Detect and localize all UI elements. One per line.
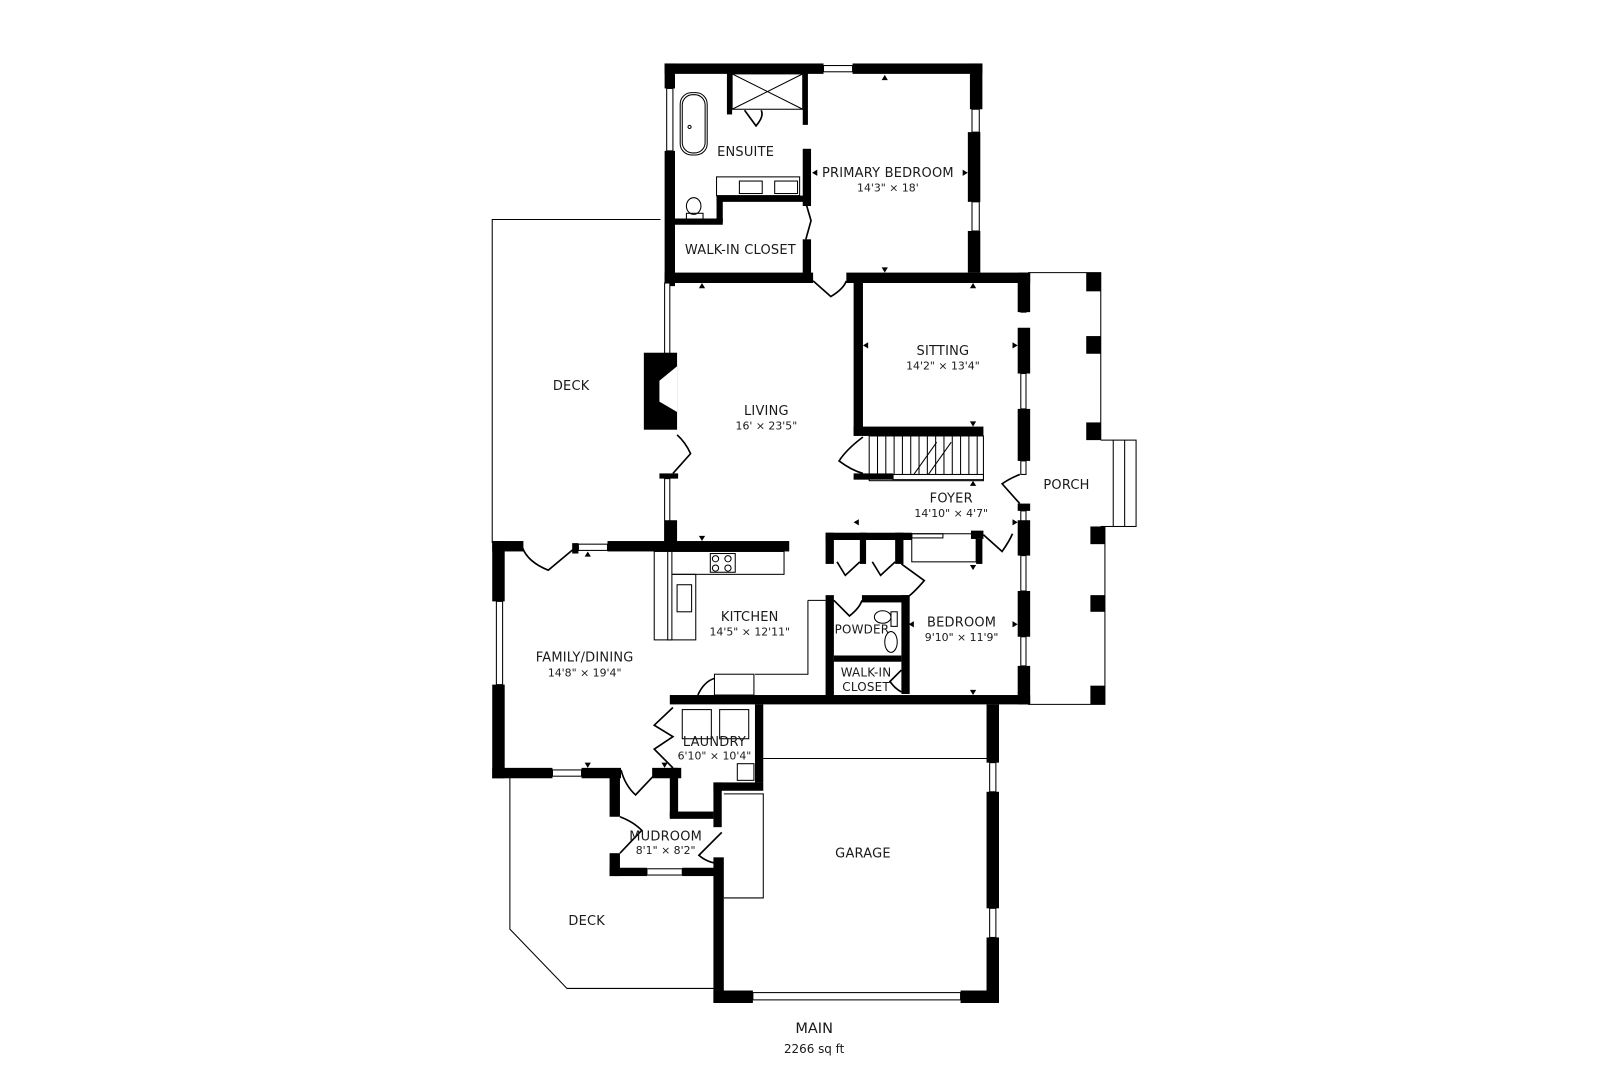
room-dimensions-family-dining: 14'8" × 19'4"	[548, 666, 622, 679]
room-label-porch: PORCH	[1043, 478, 1089, 493]
floor-name: MAIN	[795, 1020, 833, 1037]
room-dimensions-bedroom: 9'10" × 11'9"	[925, 631, 999, 644]
room-label-living: LIVING	[744, 404, 789, 419]
room-dimensions-kitchen: 14'5" × 12'11"	[709, 626, 790, 639]
room-dimensions-foyer: 14'10" × 4'7"	[914, 507, 988, 520]
room-label-laundry: LAUNDRY	[683, 735, 746, 750]
central-walls	[643, 272, 1031, 705]
deck-lower-outline	[509, 775, 715, 989]
room-label-walk-in-closet-primary: WALK-IN CLOSET	[685, 243, 796, 258]
kitchen-family-walls	[492, 541, 1031, 1004]
room-label-powder: POWDER	[835, 623, 890, 637]
room-dimensions-living: 16' × 23'5"	[736, 420, 798, 433]
room-label-family-dining: FAMILY/DINING	[536, 651, 634, 666]
porch-outline	[1028, 272, 1137, 705]
room-label-bedroom: BEDROOM	[927, 615, 996, 630]
deck-upper-outline	[491, 219, 661, 544]
room-label-walk-in-closet-bedroom-line1: WALK-IN	[841, 665, 892, 679]
room-dimensions-primary-bedroom: 14'3" × 18'	[857, 181, 919, 194]
room-label-primary-bedroom: PRIMARY BEDROOM	[822, 166, 954, 181]
room-label-ensuite: ENSUITE	[717, 145, 774, 160]
room-dimensions-sitting: 14'2" × 13'4"	[906, 359, 980, 372]
room-label-garage: GARAGE	[835, 846, 891, 861]
room-label-deck-lower: DECK	[568, 914, 605, 929]
room-label-deck-upper: DECK	[553, 379, 590, 394]
primary-suite-walls	[664, 63, 1031, 298]
dimension-markers	[584, 74, 1018, 768]
total-area: 2266 sq ft	[784, 1042, 845, 1056]
room-label-kitchen: KITCHEN	[721, 610, 779, 625]
room-dimensions-laundry: 6'10" × 10'4"	[678, 750, 752, 763]
room-label-mudroom: MUDROOM	[629, 830, 702, 845]
room-label-foyer: FOYER	[930, 492, 973, 507]
room-label-sitting: SITTING	[917, 344, 970, 359]
room-label-walk-in-closet-bedroom-line2: CLOSET	[842, 680, 890, 694]
room-dimensions-mudroom: 8'1" × 8'2"	[636, 844, 696, 857]
stairs	[876, 435, 978, 475]
